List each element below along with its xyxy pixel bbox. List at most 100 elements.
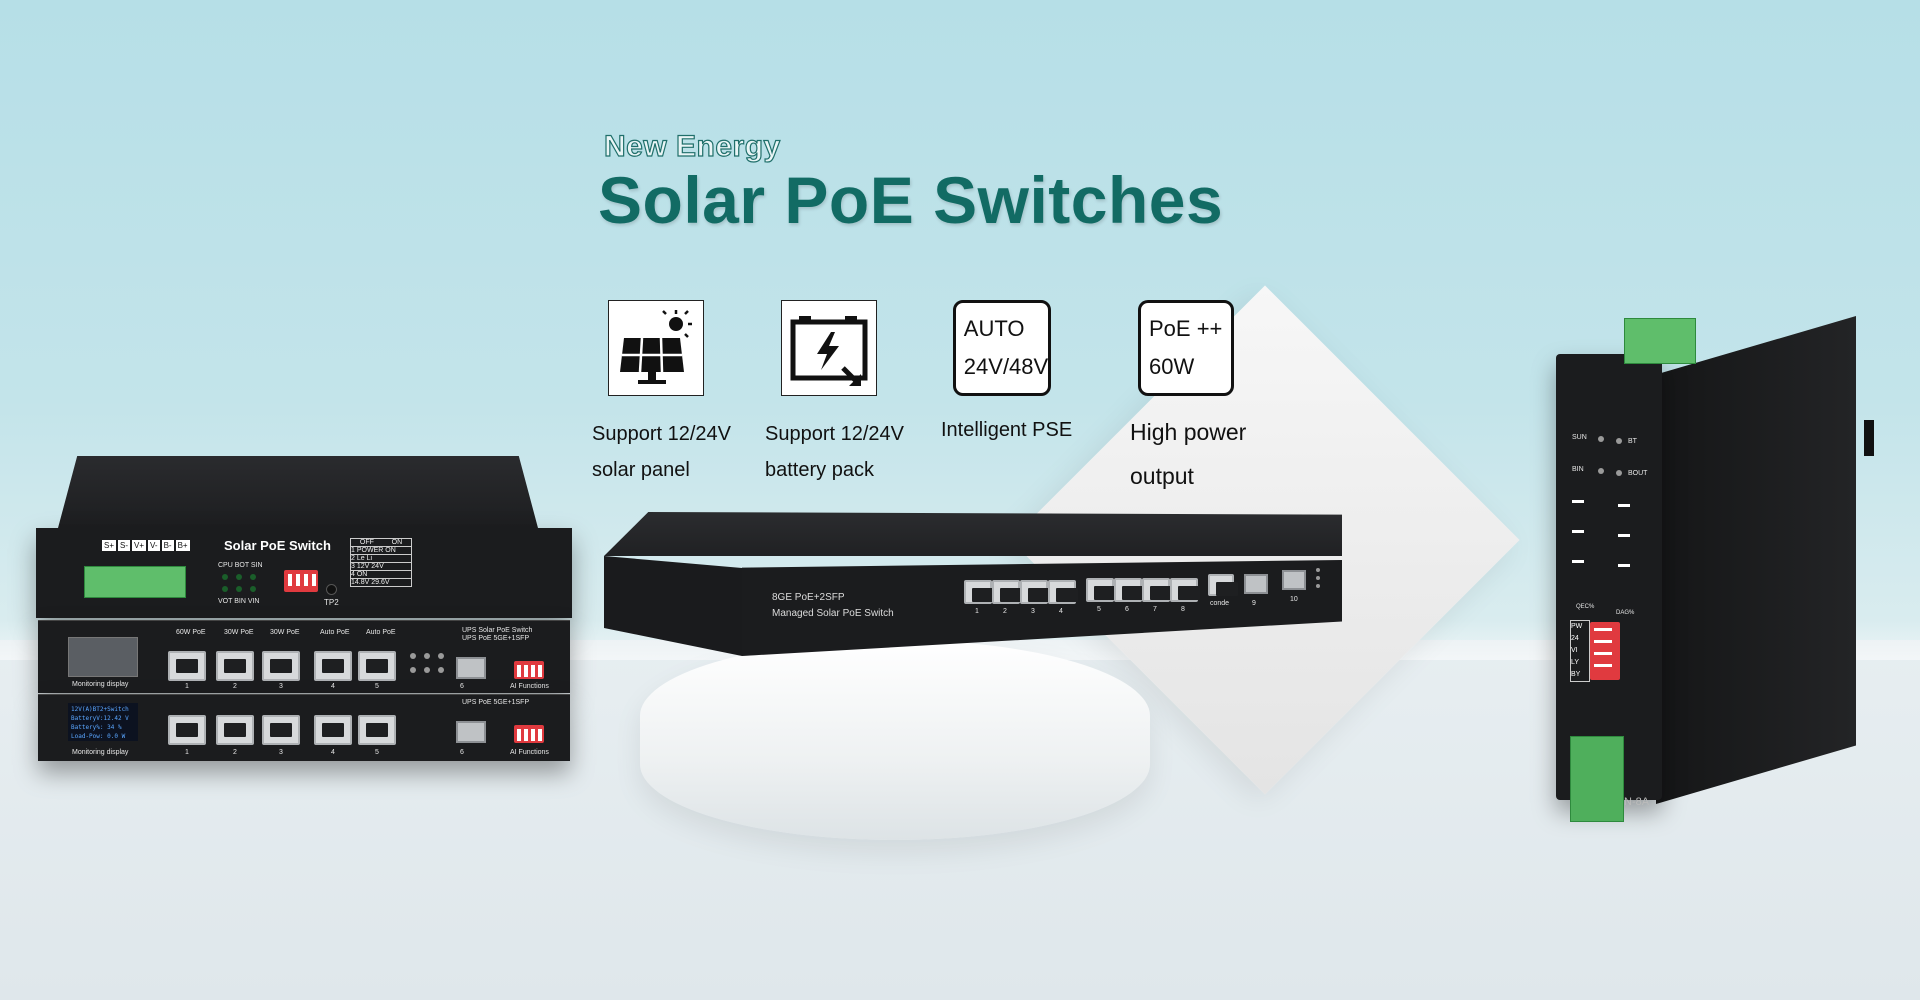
- port-number: 5: [375, 683, 379, 690]
- sfp-port[interactable]: [456, 721, 486, 743]
- monitor-label: Monitoring display: [72, 681, 129, 688]
- green-terminal-block[interactable]: [84, 566, 186, 598]
- port-number: 7: [1153, 606, 1157, 613]
- feature-solar-text: Support 12/24V solar panel: [592, 416, 731, 488]
- port-number: 5: [375, 749, 379, 756]
- port-number: 4: [331, 749, 335, 756]
- led-indicator: [236, 574, 242, 580]
- status-led: [1316, 584, 1320, 588]
- dip-label: BY: [1571, 671, 1581, 678]
- terminal-label: V-: [148, 540, 160, 551]
- dip-switch[interactable]: [1590, 622, 1620, 680]
- port-number: 2: [233, 683, 237, 690]
- feature-solar-line1: Support 12/24V: [592, 423, 731, 445]
- status-led: [424, 653, 430, 659]
- dip-table-row: 4 ON: [351, 571, 411, 579]
- indicator-bar: [1618, 564, 1630, 567]
- led-indicator: [222, 574, 228, 580]
- port-header: 30W PoE: [224, 629, 254, 636]
- ethernet-port[interactable]: [358, 651, 396, 681]
- left-device-top-label: Solar PoE Switch: [224, 538, 331, 553]
- ethernet-port[interactable]: [168, 715, 206, 745]
- monitoring-screen: [68, 637, 138, 677]
- terminal-label: S+: [102, 540, 117, 551]
- green-terminal-block[interactable]: [1624, 318, 1696, 364]
- tp2-port[interactable]: [326, 584, 337, 595]
- watt-label: 60W: [1149, 354, 1195, 379]
- left-device-lid: [58, 456, 538, 528]
- ethernet-port[interactable]: [314, 715, 352, 745]
- led-label: BOUT: [1628, 470, 1648, 477]
- lcd-line: Load-Pow: 0.0 W: [71, 733, 126, 740]
- port-header: Auto PoE: [366, 629, 396, 636]
- green-power-terminal[interactable]: [1570, 736, 1624, 822]
- center-device: 8GE PoE+2SFP Managed Solar PoE Switch 1 …: [604, 512, 1342, 712]
- dip-table-row: 1 POWER ON: [351, 547, 411, 555]
- console-port[interactable]: [1208, 574, 1238, 596]
- ethernet-port[interactable]: [1170, 578, 1200, 602]
- feature-pse-text: Intelligent PSE: [941, 412, 1072, 448]
- feature-power-text: High power output: [1130, 410, 1246, 498]
- dip-switch[interactable]: [514, 661, 544, 679]
- port-number: 8: [1181, 606, 1185, 613]
- sfp-port[interactable]: [1282, 570, 1306, 590]
- led-indicator: [250, 586, 256, 592]
- sfp-number: 9: [1252, 600, 1256, 607]
- led-label: SUN: [1572, 434, 1587, 441]
- terminal-label: V+: [132, 540, 147, 551]
- dip-label-column: PW 24 VI LY BY: [1570, 620, 1590, 682]
- port-number: 1: [975, 608, 979, 615]
- right-device-front: SUN BT BIN BOUT QEC% DAG% PW 24 VI LY BY…: [1556, 318, 1696, 822]
- ethernet-port[interactable]: [168, 651, 206, 681]
- model-sub-label: UPS PoE 5GE+1SFP: [462, 635, 530, 642]
- port-number: 6: [460, 683, 464, 690]
- status-led: [438, 667, 444, 673]
- ai-functions-label: AI Functions: [510, 749, 549, 756]
- ethernet-port[interactable]: [1086, 578, 1116, 602]
- ethernet-port[interactable]: [992, 580, 1022, 604]
- sfp-port[interactable]: [1244, 574, 1268, 594]
- dip-table-row: 3 12V 24V: [351, 563, 411, 571]
- dip-table-row: 14.8V 29.6V: [351, 579, 411, 586]
- led-labels-bottom: VOT BIN VIN: [218, 598, 260, 605]
- table-cell: 4: [351, 571, 355, 578]
- dip-switch[interactable]: [514, 725, 544, 743]
- port-number: 3: [279, 749, 283, 756]
- sfp-port[interactable]: [456, 657, 486, 679]
- table-cell: Le: [356, 555, 365, 562]
- ethernet-port[interactable]: [964, 580, 994, 604]
- left-device-upper-block: Solar PoE Switch S+ S- V+ V- B- B+ CPU B…: [36, 528, 572, 618]
- ethernet-port[interactable]: [216, 651, 254, 681]
- ethernet-port[interactable]: [358, 715, 396, 745]
- feature-battery-line2: battery pack: [765, 459, 874, 481]
- terminal-label: B-: [161, 540, 174, 551]
- ethernet-port[interactable]: [314, 651, 352, 681]
- ethernet-port[interactable]: [1020, 580, 1050, 604]
- port-number: 3: [279, 683, 283, 690]
- ethernet-port[interactable]: [1048, 580, 1078, 604]
- status-led: [424, 667, 430, 673]
- dip-switch[interactable]: [284, 570, 318, 592]
- ethernet-port[interactable]: [262, 715, 300, 745]
- port-number: 2: [233, 749, 237, 756]
- ethernet-port[interactable]: [1114, 578, 1144, 602]
- din-clip: [1864, 420, 1874, 456]
- port-header: 30W PoE: [270, 629, 300, 636]
- table-cell: ON: [356, 571, 368, 578]
- center-device-line2: Managed Solar PoE Switch: [772, 608, 894, 619]
- solar-panel-icon: [608, 300, 704, 396]
- ethernet-port[interactable]: [262, 651, 300, 681]
- ethernet-port[interactable]: [216, 715, 254, 745]
- table-cell: POWER ON: [356, 547, 396, 554]
- status-led: [438, 653, 444, 659]
- status-led: [1616, 470, 1622, 476]
- terminal-labels: S+ S- V+ V- B- B+: [102, 540, 190, 551]
- ethernet-port[interactable]: [1142, 578, 1172, 602]
- port-number: 5: [1097, 606, 1101, 613]
- poe-power-box: PoE ++ 60W: [1138, 300, 1234, 396]
- model-sub-label: UPS PoE 5GE+1SFP: [462, 699, 530, 706]
- center-device-lid: [604, 512, 1342, 556]
- feature-power-line1: High power: [1130, 419, 1247, 445]
- indicator-bar: [1572, 500, 1584, 503]
